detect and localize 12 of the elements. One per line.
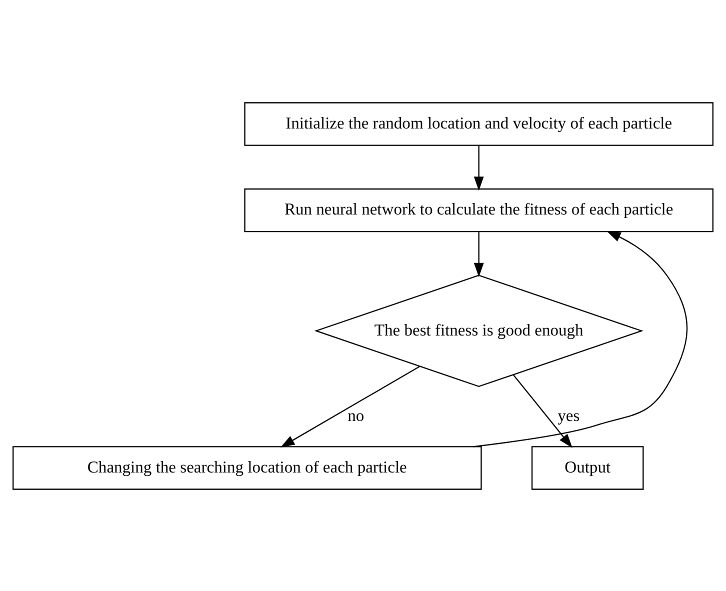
node-box: Initialize the random location and velocity of each particle bbox=[244, 102, 714, 146]
arrow bbox=[280, 365, 420, 447]
arrow bbox=[474, 232, 484, 277]
node-diamond: The best fitness is good enough bbox=[314, 274, 644, 387]
node-box: Output bbox=[531, 446, 644, 490]
node-box: Changing the searching location of each particle bbox=[12, 446, 482, 490]
arrow bbox=[512, 374, 572, 448]
arrow bbox=[472, 230, 688, 447]
edge-label: yes bbox=[558, 405, 580, 424]
edge-label: no bbox=[348, 405, 364, 424]
arrow bbox=[474, 145, 484, 190]
node-box: Run neural network to calculate the fitness of each particle bbox=[244, 188, 714, 232]
